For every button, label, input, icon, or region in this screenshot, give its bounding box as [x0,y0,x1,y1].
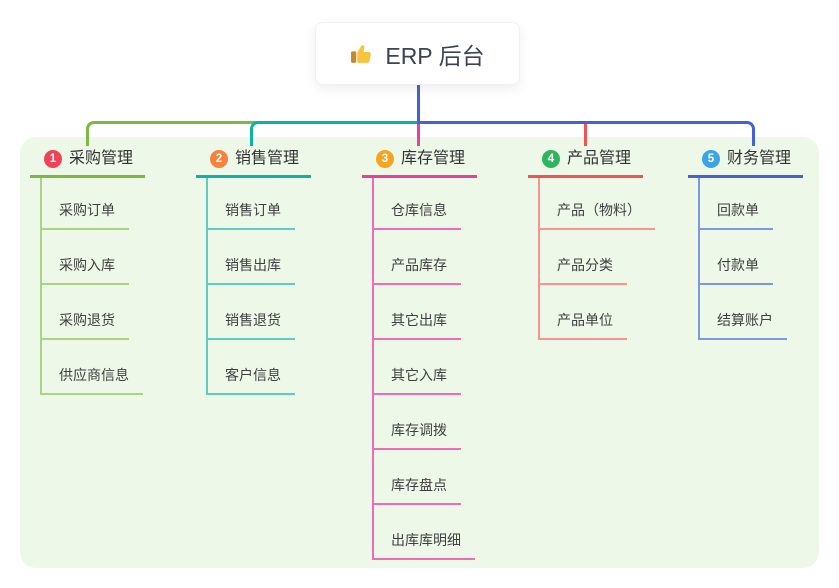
branch-index-badge: 3 [376,150,394,168]
child-item[interactable]: 仓库信息 [374,178,461,230]
branch-label-text: 产品管理 [567,150,632,167]
branch-index-badge: 1 [44,150,62,168]
thumbs-up-icon [350,41,375,66]
child-item[interactable]: 其它出库 [374,285,461,340]
connector-drop-branch-3 [417,124,420,146]
branch-children-1: 采购订单采购入库采购退货供应商信息 [40,178,143,395]
child-item[interactable]: 销售退货 [208,285,295,340]
root-connector-line [417,85,420,124]
child-item[interactable]: 其它入库 [374,340,461,395]
root-node-label: ERP 后台 [385,42,485,69]
child-item[interactable]: 库存盘点 [374,450,461,505]
branch-children-2: 销售订单销售出库销售退货客户信息 [206,178,295,395]
child-item[interactable]: 采购入库 [42,230,129,285]
branch-label-text: 财务管理 [727,150,792,167]
branch-index-badge: 4 [542,150,560,168]
branch-children-3: 仓库信息产品库存其它出库其它入库库存调拨库存盘点出库库明细 [372,178,475,560]
child-item[interactable]: 供应商信息 [42,340,143,395]
branch-3: 3 库存管理仓库信息产品库存其它出库其它入库库存调拨库存盘点出库库明细 [362,149,478,560]
child-item[interactable]: 库存调拨 [374,395,461,450]
child-item[interactable]: 客户信息 [208,340,295,395]
connector-elbow-branch-5 [417,121,755,146]
child-item[interactable]: 销售订单 [208,178,295,230]
child-item[interactable]: 付款单 [700,230,773,285]
child-item[interactable]: 产品库存 [374,230,461,285]
branches-background-panel [20,137,819,568]
child-item[interactable]: 产品（物料） [540,178,655,230]
branch-label-4[interactable]: 4 产品管理 [528,149,644,178]
branch-4: 4 产品管理产品（物料）产品分类产品单位 [528,149,655,340]
branch-label-text: 销售管理 [235,150,300,167]
branch-children-4: 产品（物料）产品分类产品单位 [538,178,655,340]
branch-index-badge: 5 [702,150,720,168]
child-item[interactable]: 采购退货 [42,285,129,340]
branch-5: 5 财务管理回款单付款单结算账户 [688,149,804,340]
connector-drop-branch-4 [584,124,587,146]
child-item[interactable]: 出库库明细 [374,505,475,560]
branch-1: 1 采购管理采购订单采购入库采购退货供应商信息 [30,149,146,395]
child-item[interactable]: 回款单 [700,178,773,230]
child-item[interactable]: 销售出库 [208,230,295,285]
branch-label-text: 采购管理 [69,150,134,167]
child-item[interactable]: 结算账户 [700,285,787,340]
child-item[interactable]: 产品分类 [540,230,627,285]
connector-elbow-branch-2 [250,121,420,146]
branch-2: 2 销售管理销售订单销售出库销售退货客户信息 [196,149,312,395]
child-item[interactable]: 采购订单 [42,178,129,230]
branch-label-1[interactable]: 1 采购管理 [30,149,146,178]
branch-label-3[interactable]: 3 库存管理 [362,149,478,178]
branch-children-5: 回款单付款单结算账户 [698,178,787,340]
branch-label-text: 库存管理 [401,150,466,167]
branch-index-badge: 2 [210,150,228,168]
root-node[interactable]: ERP 后台 [315,22,520,85]
branch-label-2[interactable]: 2 销售管理 [196,149,312,178]
branch-label-5[interactable]: 5 财务管理 [688,149,804,178]
child-item[interactable]: 产品单位 [540,285,627,340]
